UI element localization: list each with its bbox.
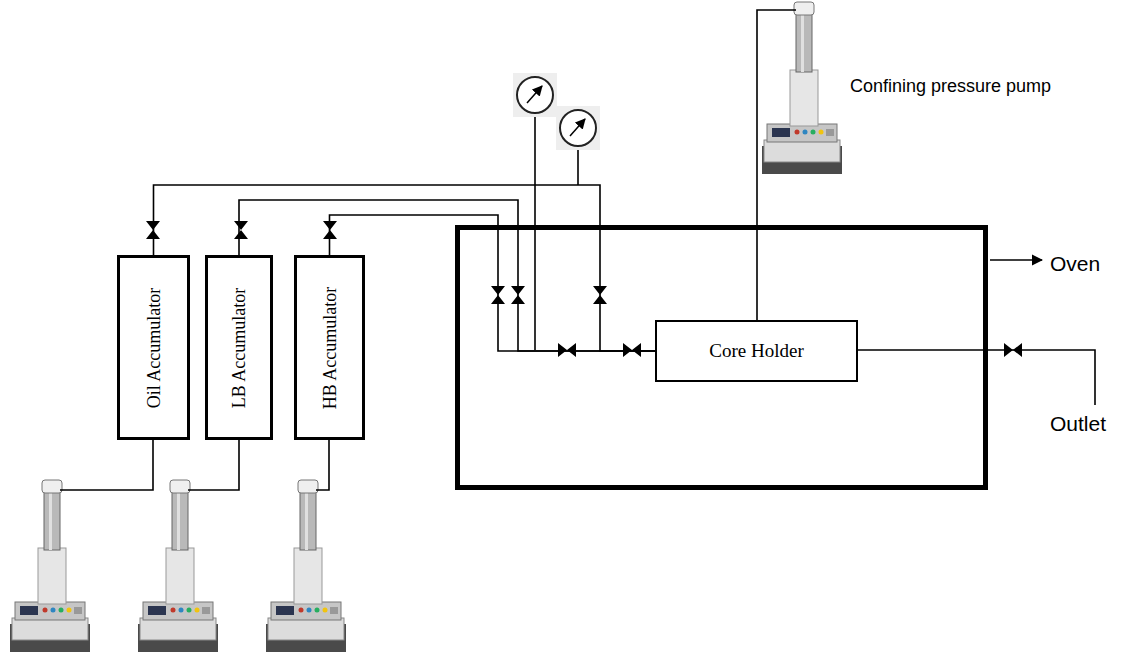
accumulator-box: LB Accumulator: [205, 255, 273, 440]
node-label: LB Accumulator: [229, 287, 250, 407]
oven-box: OvenCore Holder: [455, 225, 988, 490]
pump-label: Confining pressure pump: [850, 76, 1051, 97]
core-holder-box: Core Holder: [655, 320, 858, 382]
accumulator-box: HB Accumulator: [294, 255, 365, 440]
pipe: [60, 10, 1095, 490]
node-label: Oil Accumulator: [143, 287, 164, 407]
valve: [146, 221, 1022, 357]
syringe-pump: [266, 480, 346, 652]
pressure-gauge: [513, 73, 557, 117]
node-label: Core Holder: [709, 340, 803, 362]
syringe-pump: [762, 2, 842, 174]
node-label: Oven: [1050, 252, 1100, 276]
accumulator-box: Oil Accumulator: [117, 255, 190, 440]
pressure-gauge: [556, 106, 600, 150]
syringe-pump: [10, 480, 90, 652]
outlet-label: Outlet: [1050, 412, 1106, 436]
node-label: HB Accumulator: [319, 286, 340, 408]
syringe-pump: [138, 480, 218, 652]
pipe-connector: [330, 215, 656, 351]
pipe-connector: [239, 200, 655, 351]
